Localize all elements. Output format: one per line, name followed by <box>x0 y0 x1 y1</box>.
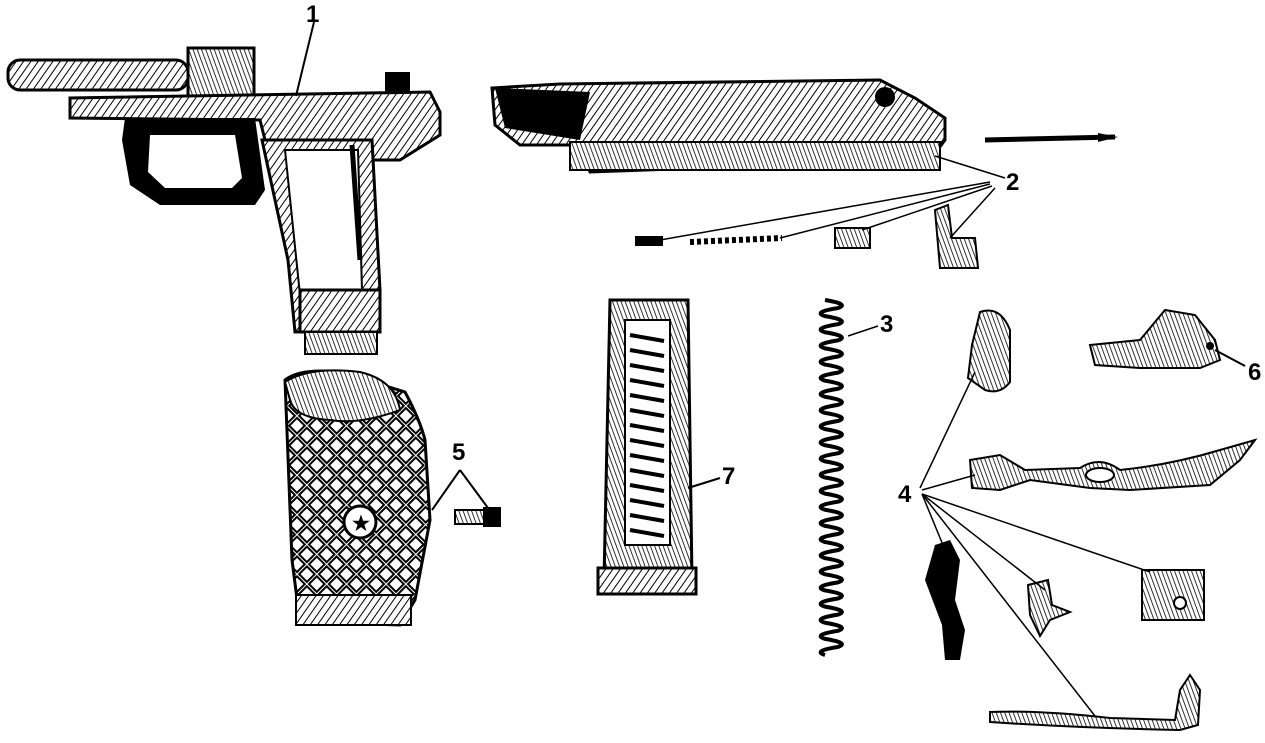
callout-number: 6 <box>1248 359 1261 386</box>
callout-6: 6 <box>1214 349 1261 386</box>
magazine-rung <box>629 468 665 478</box>
slide-small-parts <box>635 133 1118 269</box>
slide-stop-part <box>1088 308 1222 369</box>
callout-number: 2 <box>1006 169 1019 196</box>
magazine-rung <box>629 423 665 433</box>
callout-2: 2 <box>659 155 1019 241</box>
callout-4: 4 <box>898 371 1151 717</box>
frame-part <box>6 46 442 355</box>
callout-number: 7 <box>722 463 735 490</box>
magazine-rung <box>629 393 665 403</box>
grip-screw-part <box>454 507 501 527</box>
magazine-part <box>596 298 698 596</box>
slide-part <box>490 78 947 174</box>
magazine-rung <box>629 498 665 508</box>
magazine-rung <box>629 453 665 463</box>
callout-3: 3 <box>847 311 893 338</box>
callout-number: 3 <box>880 311 893 338</box>
callout-number: 1 <box>306 1 319 28</box>
magazine-rung <box>629 438 665 448</box>
callout-7: 7 <box>687 463 735 490</box>
trigger-mechanism-parts <box>925 309 1258 732</box>
magazine-rung <box>629 528 665 538</box>
callout-number: 4 <box>898 481 912 508</box>
magazine-rung <box>629 378 665 388</box>
magazine-rung <box>629 333 665 343</box>
callout-1: 1 <box>295 1 319 97</box>
callout-number: 5 <box>452 439 465 466</box>
magazine-rung <box>629 408 665 418</box>
recoil-spring-part <box>818 298 844 657</box>
magazine-rung <box>629 348 665 358</box>
callout-5: 5 <box>431 439 489 511</box>
magazine-rung <box>629 483 665 493</box>
grip-panel-part: ★ <box>283 369 432 627</box>
svg-text:★: ★ <box>352 513 370 535</box>
magazine-rung <box>629 363 665 373</box>
magazine-rung <box>629 513 665 523</box>
